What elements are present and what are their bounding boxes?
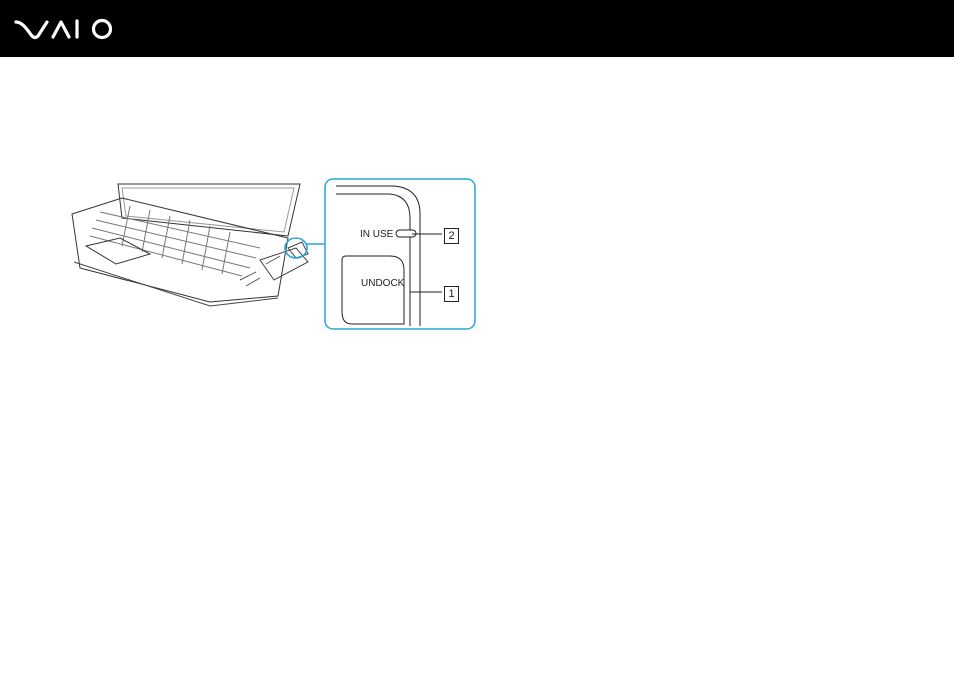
- callout-number-1: 1: [444, 286, 459, 302]
- vaio-logo: [14, 18, 120, 40]
- in-use-label: IN USE: [360, 229, 393, 240]
- laptop-illustration: [60, 176, 320, 326]
- undock-label: UNDOCK: [361, 278, 404, 289]
- docking-illustration: IN USE UNDOCK 2 1: [60, 176, 480, 336]
- callout-number-2: 2: [444, 228, 459, 244]
- page-header: [0, 0, 954, 57]
- zoom-detail-box: [324, 178, 478, 332]
